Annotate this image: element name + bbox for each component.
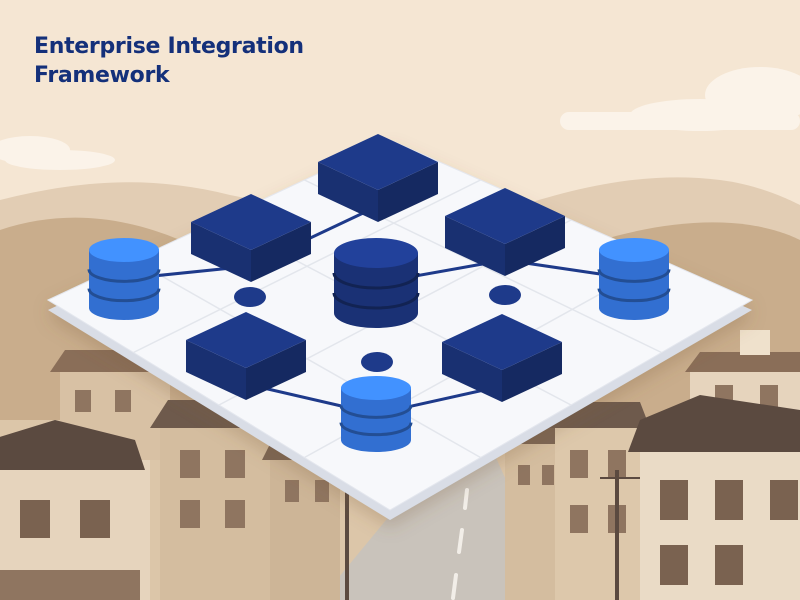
service-cube-icon: [442, 314, 562, 402]
buildings-right: [500, 330, 800, 600]
cloud-right: [560, 67, 800, 131]
connector-dot: [489, 285, 521, 305]
connector-dot: [361, 352, 393, 372]
cloud-left: [0, 136, 115, 170]
database-icon: [87, 238, 161, 320]
connector-dots: [234, 285, 521, 372]
database-icon: [332, 238, 420, 328]
page-title-line-1: Enterprise Integration: [34, 34, 304, 59]
diagram-nodes: [87, 134, 671, 452]
page-title-line-2: Framework: [34, 63, 170, 88]
page-title: Enterprise Integration Framework: [34, 32, 304, 90]
database-icon: [597, 238, 671, 320]
service-cube-icon: [186, 312, 306, 400]
service-cube-icon: [318, 134, 438, 222]
road: [320, 440, 560, 600]
buildings-left: [0, 350, 349, 600]
connector-dot: [234, 287, 266, 307]
service-cube-icon: [445, 188, 565, 276]
database-icon: [339, 376, 413, 452]
service-cube-icon: [191, 194, 311, 282]
